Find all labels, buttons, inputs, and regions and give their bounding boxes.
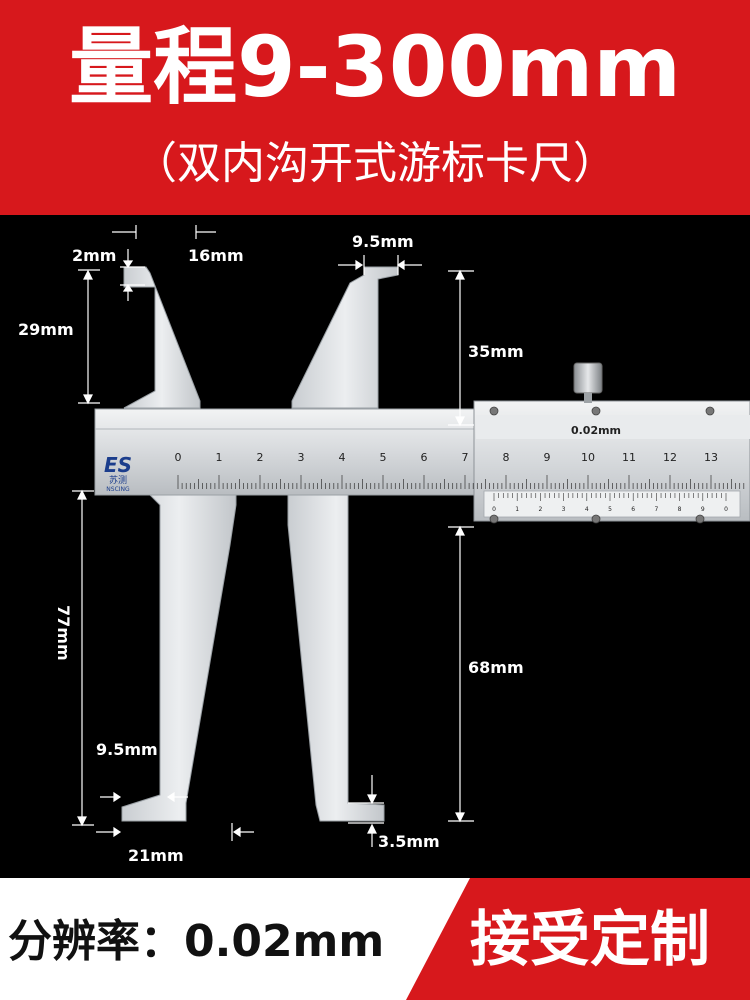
vernier-number: 7 [654, 506, 658, 513]
main-scale-number: 0 [175, 451, 182, 464]
dim-label-3-5mm: 3.5mm [378, 832, 440, 851]
brand-name: 苏测 [109, 474, 127, 486]
main-scale-number: 3 [298, 451, 305, 464]
vernier-scale-numbers: 0 1 2 3 4 5 6 7 8 9 0 [492, 506, 728, 513]
main-scale-numbers: 0 1 2 3 4 5 6 7 8 9 10 11 12 13 [175, 451, 719, 464]
main-scale-number: 4 [339, 451, 346, 464]
top-banner [0, 0, 750, 215]
vernier-plate [483, 490, 741, 518]
customization-label: 接受定制 [470, 905, 710, 975]
screw-icon [695, 514, 705, 524]
footer-red-panel [406, 878, 750, 1000]
brand-logo-icon: ES [104, 453, 132, 477]
dim-label-35mm: 35mm [468, 342, 524, 361]
screw-icon [591, 514, 601, 524]
vernier-number: 0 [492, 506, 496, 513]
lower-fixed-jaw [121, 494, 237, 822]
vernier-number: 3 [562, 506, 566, 513]
dim-label-29mm: 29mm [18, 320, 74, 339]
upper-sliding-jaw [291, 266, 399, 409]
vernier-number: 2 [538, 506, 542, 513]
vernier-number: 9 [701, 506, 705, 513]
main-scale-number: 5 [380, 451, 387, 464]
main-scale-number: 6 [421, 451, 428, 464]
vernier-number: 1 [515, 506, 519, 513]
slider-window-top [476, 415, 750, 439]
dim-label-2mm: 2mm [72, 246, 116, 265]
dim-label-68mm: 68mm [468, 658, 524, 677]
main-scale-number: 13 [704, 451, 718, 464]
dim-label-9-5mm-top: 9.5mm [352, 232, 414, 251]
screw-icon [489, 514, 499, 524]
dimension-lines [72, 225, 474, 847]
vernier-resolution-label: 0.02mm [571, 424, 621, 437]
upper-fixed-jaw [123, 266, 201, 409]
vernier-number: 5 [608, 506, 612, 513]
lower-sliding-jaw [287, 494, 385, 822]
main-scale-number: 9 [544, 451, 551, 464]
main-scale-number: 12 [663, 451, 677, 464]
main-scale-ticks [177, 475, 745, 489]
brand-latin: NSCING [106, 486, 130, 493]
main-scale-number: 10 [581, 451, 595, 464]
main-scale-number: 8 [503, 451, 510, 464]
thumb-screw-stem [584, 393, 592, 403]
screw-icon [705, 406, 715, 416]
caliper-illustration: 0.02mm ES 苏测 NSCING 0 1 2 3 4 5 6 7 8 9 … [18, 225, 750, 865]
screw-icon [489, 406, 499, 416]
dim-label-9-5mm-bottom: 9.5mm [96, 740, 158, 759]
dim-label-16mm: 16mm [188, 246, 244, 265]
main-scale-number: 7 [462, 451, 469, 464]
dim-label-21mm: 21mm [128, 846, 184, 865]
range-headline: 量程9-300mm [69, 18, 681, 116]
thumb-screw-icon [573, 362, 603, 394]
resolution-label: 分辨率：0.02mm [8, 916, 385, 967]
main-scale-number: 11 [622, 451, 636, 464]
vernier-scale-ticks [493, 493, 727, 501]
vernier-number: 6 [631, 506, 635, 513]
vernier-number: 0 [724, 506, 728, 513]
vernier-number: 4 [585, 506, 589, 513]
main-scale-number: 2 [257, 451, 264, 464]
vernier-number: 8 [678, 506, 682, 513]
product-subtitle: （双内沟开式游标卡尺） [133, 138, 617, 189]
dim-label-77mm: 77mm [54, 605, 73, 661]
screw-icon [591, 406, 601, 416]
main-scale-number: 1 [216, 451, 223, 464]
